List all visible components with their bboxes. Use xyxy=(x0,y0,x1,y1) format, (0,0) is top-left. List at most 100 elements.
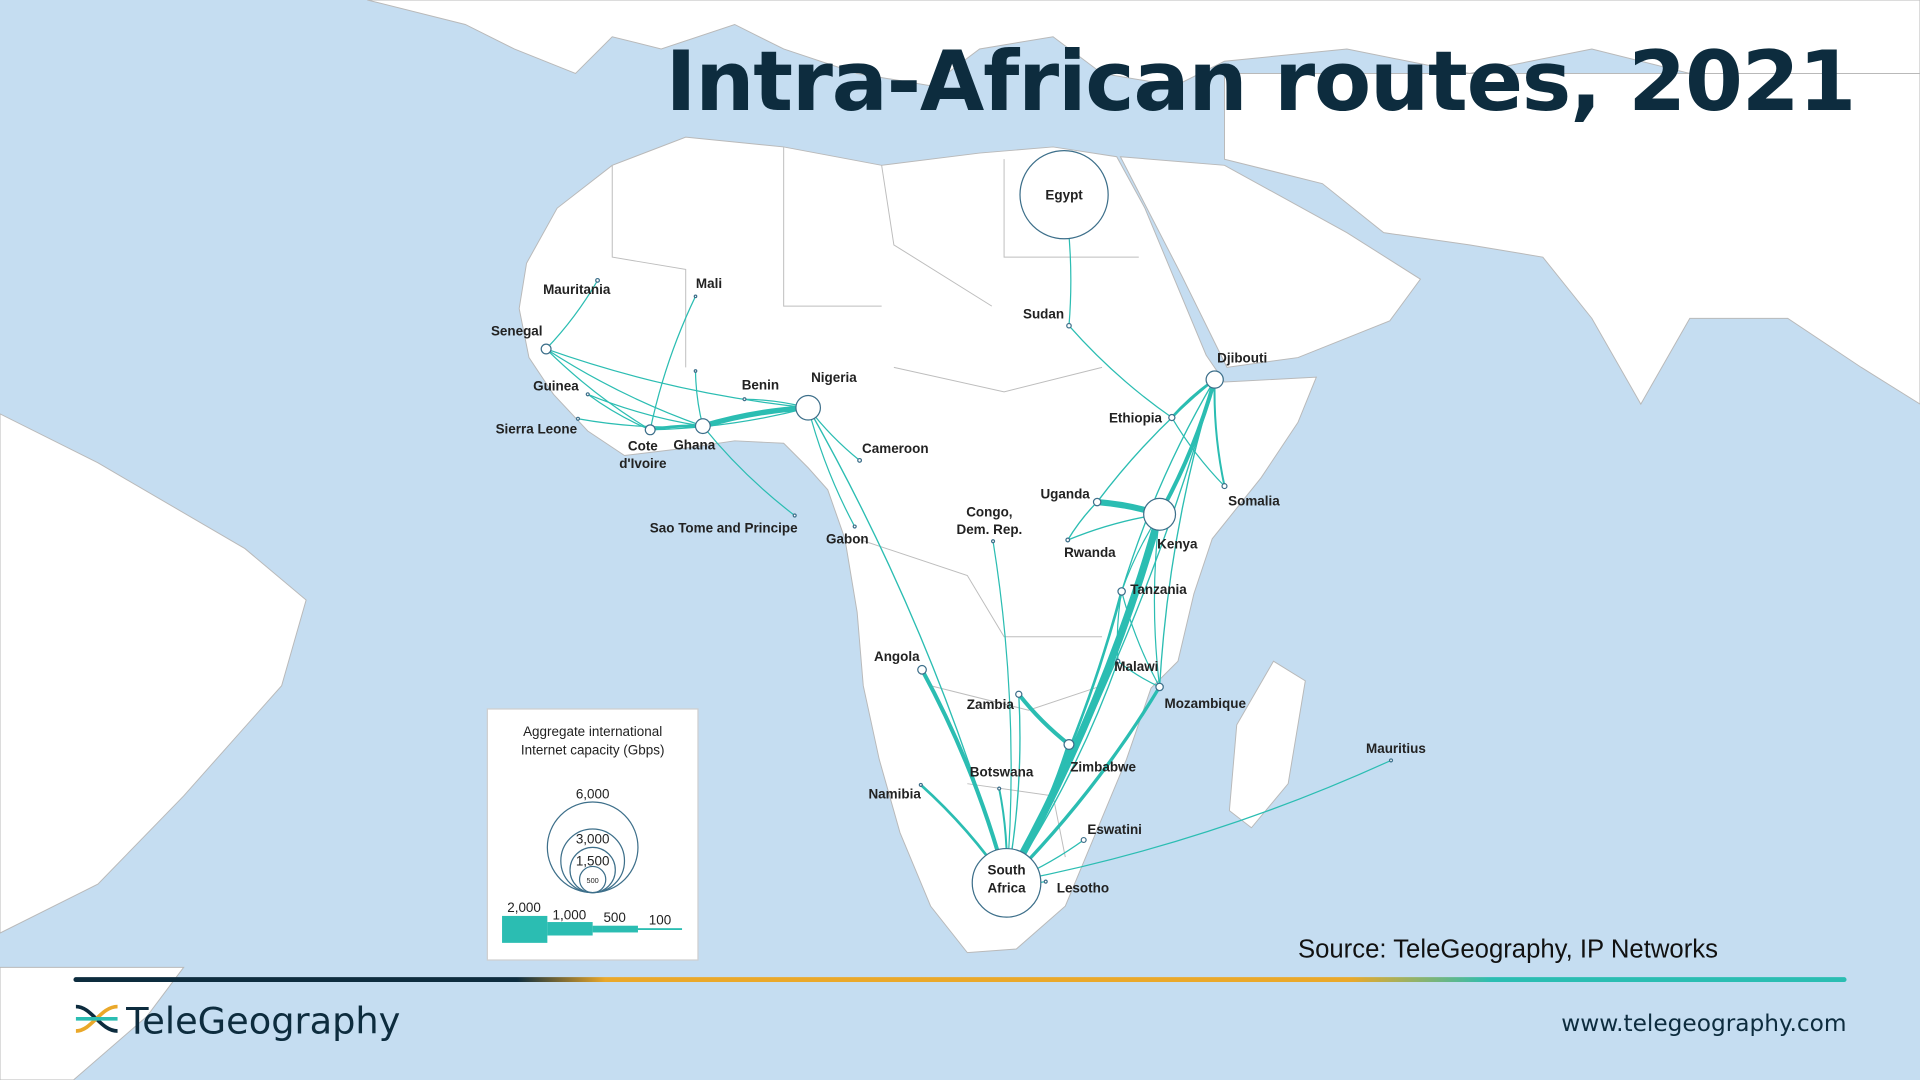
node-senegal: Senegal xyxy=(491,324,552,355)
node-somalia: Somalia xyxy=(1221,483,1280,509)
divider-bar xyxy=(73,977,1847,983)
legend: Aggregate international Internet capacit… xyxy=(486,708,699,961)
route-djibouti-uganda xyxy=(1096,378,1216,503)
route-senegal-ghana xyxy=(545,348,704,427)
node-sierraleone: Sierra Leone xyxy=(496,416,581,436)
country-borders xyxy=(611,146,1139,858)
node-marker-sierraleone xyxy=(575,416,581,421)
node-cote: Cote d'Ivoire xyxy=(619,424,667,471)
telegeography-logo: TeleGeography xyxy=(75,999,400,1042)
website-link[interactable]: www.telegeography.com xyxy=(1561,1010,1846,1037)
route-tanzania-mozambique xyxy=(1121,590,1161,688)
legend-bar-label-2000: 2,000 xyxy=(507,900,541,915)
node-zambia: Zambia xyxy=(967,690,1023,712)
node-marker-ethiopia xyxy=(1168,413,1176,422)
legend-bar-label-1000: 1,000 xyxy=(553,908,587,923)
node-marker-mali xyxy=(693,294,698,299)
node-marker-southafrica xyxy=(971,847,1042,918)
node-marker-zimbabwe xyxy=(1063,738,1075,750)
node-marker-lesotho xyxy=(1043,879,1048,884)
node-marker-saotome xyxy=(792,513,797,518)
node-label-benin: Benin xyxy=(742,377,779,392)
node-gabon: Gabon xyxy=(826,524,869,547)
node-label-congo: Congo, xyxy=(966,505,1012,520)
node-label2-cote: d'Ivoire xyxy=(619,456,667,471)
node-label-tanzania: Tanzania xyxy=(1130,582,1187,597)
legend-bar-1000 xyxy=(547,922,593,936)
node-label-ethiopia: Ethiopia xyxy=(1109,410,1163,425)
node-label-botswana: Botswana xyxy=(970,764,1034,779)
node-label-saotome: Sao Tome and Principe xyxy=(650,521,798,536)
node-label-eswatini: Eswatini xyxy=(1087,822,1142,837)
node-marker-senegal xyxy=(540,343,552,355)
node-label-zimbabwe: Zimbabwe xyxy=(1070,759,1136,774)
node-label-cote: Cote xyxy=(628,439,658,454)
node-marker-uganda xyxy=(1092,497,1102,507)
node-saotome: Sao Tome and Principe xyxy=(650,513,798,536)
route-zambia-zimbabwe xyxy=(1016,692,1071,747)
legend-title-1: Aggregate international xyxy=(523,724,662,739)
node-marker-mauritania xyxy=(595,277,600,283)
node-cameroon: Cameroon xyxy=(857,441,929,463)
node-angola: Angola xyxy=(874,649,927,675)
node-kenya: Kenya xyxy=(1143,497,1198,552)
node-marker-cameroon xyxy=(857,457,863,463)
route-senegal-cote xyxy=(545,348,651,431)
node-mali: Mali xyxy=(693,276,722,299)
node-ethiopia: Ethiopia xyxy=(1109,410,1176,425)
node-label-southafrica: South xyxy=(987,862,1025,877)
node-label-lesotho: Lesotho xyxy=(1057,881,1109,896)
node-label2-congo: Dem. Rep. xyxy=(956,522,1022,537)
legend-label-3000: 3,000 xyxy=(576,832,610,847)
node-marker-guinea xyxy=(585,392,590,397)
route-southafrica-nigeria xyxy=(807,407,1008,884)
route-djibouti-tanzania xyxy=(1120,378,1216,593)
route-kenya-mozambique xyxy=(1153,513,1161,688)
route-djibouti-somalia xyxy=(1213,378,1226,488)
node-label-zambia: Zambia xyxy=(967,697,1015,712)
route-senegal-mauritania xyxy=(545,279,599,350)
node-namibia: Namibia xyxy=(868,782,923,801)
node-sudan: Sudan xyxy=(1023,306,1072,329)
node-marker-somalia xyxy=(1221,483,1228,490)
node-label-djibouti: Djibouti xyxy=(1217,350,1267,365)
logo-wordmark: TeleGeography xyxy=(125,999,400,1042)
node-marker-angola xyxy=(917,664,927,675)
node-marker-rwanda xyxy=(1065,537,1071,543)
node-marker-cote xyxy=(644,424,656,436)
legend-bar-label-500: 500 xyxy=(603,910,625,925)
node-label-mali: Mali xyxy=(696,276,722,291)
route-senegal-nigeria xyxy=(545,348,809,409)
node-label-somalia: Somalia xyxy=(1228,494,1280,509)
node-label-mauritius: Mauritius xyxy=(1366,741,1426,756)
node-mauritania: Mauritania xyxy=(543,277,611,297)
route-southafrica-congo xyxy=(992,540,1012,884)
route-djibouti-mozambique xyxy=(1158,378,1216,688)
node-label-malawi: Malawi xyxy=(1114,659,1158,674)
node-label-gabon: Gabon xyxy=(826,532,869,547)
node-ghana: Ghana xyxy=(673,418,716,452)
node-marker-tanzania xyxy=(1117,587,1126,596)
madagascar-land xyxy=(1228,660,1306,829)
node-label-cameroon: Cameroon xyxy=(862,441,929,456)
europe-land xyxy=(367,0,1920,87)
legend-title-2: Internet capacity (Gbps) xyxy=(521,742,665,757)
route-mali-cote xyxy=(649,295,697,431)
south-america-land xyxy=(0,413,307,934)
route-sierraleone-ghana xyxy=(577,418,704,428)
node-marker-egypt xyxy=(1019,150,1109,240)
node-marker-nigeria xyxy=(795,394,822,421)
node-guinea: Guinea xyxy=(533,379,590,397)
node-congo: Congo, Dem. Rep. xyxy=(956,505,1022,544)
arabia-land xyxy=(1119,156,1422,368)
route-tanzania-malawi xyxy=(1116,590,1123,662)
legend-bar-label-100: 100 xyxy=(649,912,671,927)
route-cote-nigeria xyxy=(649,407,809,431)
route-sudan-ethiopia xyxy=(1068,325,1173,419)
node-marker-eswatini xyxy=(1080,836,1087,844)
node-rwanda: Rwanda xyxy=(1064,537,1116,560)
